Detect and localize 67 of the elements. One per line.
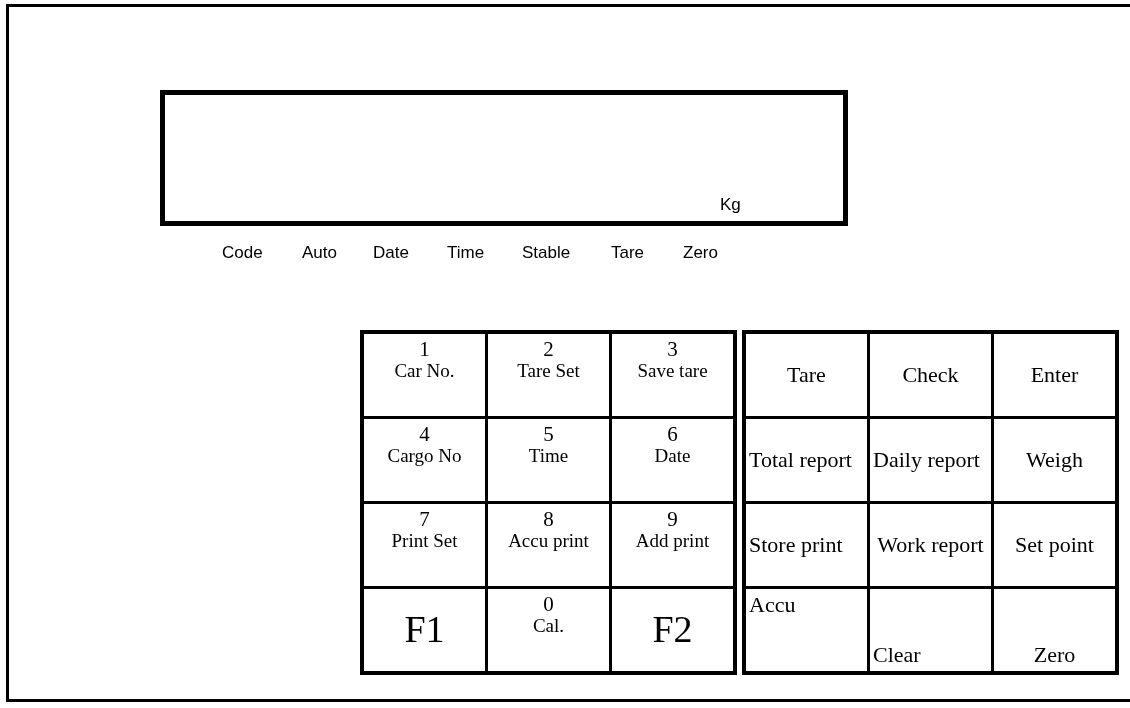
key-label: Set point xyxy=(1015,532,1094,558)
key-number: 9 xyxy=(667,508,678,532)
key-label: Date xyxy=(654,446,691,467)
key-label: Cargo No xyxy=(387,446,462,467)
key-label: F1 xyxy=(404,609,445,651)
key-number: 7 xyxy=(419,508,430,532)
key-number: 5 xyxy=(543,423,554,447)
key-label: Add print xyxy=(635,531,710,552)
key-label: Check xyxy=(902,362,959,388)
keypad-key xyxy=(364,589,485,671)
indicator-label: Code xyxy=(222,243,263,263)
key-label: Zero xyxy=(1033,642,1076,667)
key-label: Clear xyxy=(873,642,921,667)
keypad-key xyxy=(488,589,609,671)
key-label: Total report xyxy=(749,447,852,473)
indicator-label: Zero xyxy=(683,243,718,263)
keypad-key xyxy=(612,334,733,416)
key-label: Print Set xyxy=(391,531,458,552)
keypad-key xyxy=(870,419,991,501)
keypad-key xyxy=(488,504,609,586)
key-label: Time xyxy=(528,446,569,467)
display-window xyxy=(160,90,848,226)
key-label: Tare xyxy=(787,362,826,388)
keypad-key xyxy=(746,419,867,501)
keypad-key xyxy=(870,334,991,416)
indicator-label: Date xyxy=(373,243,409,263)
key-label: Enter xyxy=(1030,362,1079,388)
keypad-key xyxy=(612,419,733,501)
key-number: 0 xyxy=(543,593,554,617)
keypad-key xyxy=(488,334,609,416)
keypad-key xyxy=(612,589,733,671)
keypad-key xyxy=(746,334,867,416)
key-label: Daily report xyxy=(873,447,980,473)
indicator-label: Time xyxy=(447,243,485,263)
keypad-key xyxy=(870,504,991,586)
keypad-key xyxy=(994,589,1115,671)
keypad-key xyxy=(870,589,991,671)
indicator-label: Tare xyxy=(611,243,645,263)
key-number: 3 xyxy=(667,338,678,362)
keypad-key xyxy=(364,419,485,501)
keypad-key xyxy=(994,334,1115,416)
key-label: Accu print xyxy=(508,531,589,552)
key-label: Weigh xyxy=(1026,447,1083,473)
key-label: Car No. xyxy=(394,361,455,382)
keypad-key xyxy=(364,334,485,416)
key-label: Cal. xyxy=(532,616,565,637)
key-label: Tare Set xyxy=(517,361,580,382)
keypad-key xyxy=(488,419,609,501)
keypad-key xyxy=(994,504,1115,586)
keypad-key xyxy=(994,419,1115,501)
key-label: Accu xyxy=(749,593,796,618)
key-label: Work report xyxy=(877,532,984,558)
key-label: Store print xyxy=(749,532,843,558)
keypad-key xyxy=(364,504,485,586)
keypad-key xyxy=(746,504,867,586)
key-label: Save tare xyxy=(637,361,708,382)
key-number: 6 xyxy=(667,423,678,447)
indicator-label: Stable xyxy=(522,243,571,263)
key-number: 4 xyxy=(419,423,430,447)
key-number: 2 xyxy=(543,338,554,362)
keypad-key xyxy=(746,589,867,671)
keypad-key xyxy=(612,504,733,586)
key-number: 1 xyxy=(419,338,430,362)
key-number: 8 xyxy=(543,508,554,532)
indicator-label: Auto xyxy=(302,243,337,263)
unit-label: Kg xyxy=(720,195,741,215)
key-label: F2 xyxy=(652,609,693,651)
